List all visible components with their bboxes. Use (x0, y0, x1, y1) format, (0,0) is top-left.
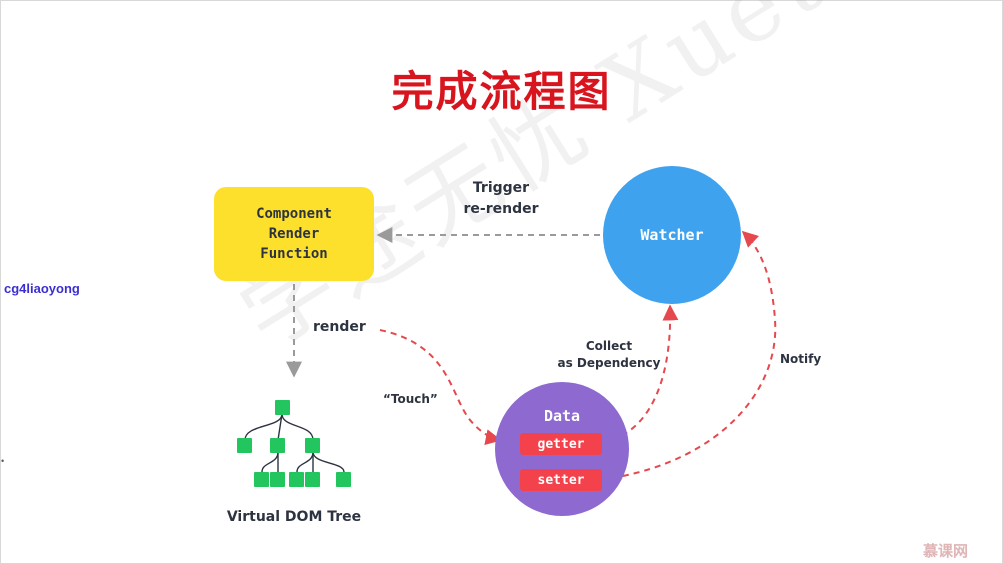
side-dot-icon: • (1, 456, 5, 466)
component-label: Component Render Function (256, 206, 332, 262)
render-label: render (313, 319, 366, 335)
sidebar-username: cg4liaoyong (4, 281, 80, 296)
touch-label: “Touch” (383, 392, 438, 406)
data-label: Data (543, 407, 581, 425)
touch-arrow (379, 329, 502, 446)
site-logo: 慕课网 (923, 542, 969, 560)
virtual-dom-tree-label: Virtual DOM Tree (226, 509, 362, 525)
watcher-circle: Watcher (603, 166, 741, 304)
notify-arrow (611, 230, 777, 479)
collect-dependency-label: Collect as Dependency (557, 339, 661, 370)
vdom-nodes (237, 400, 351, 487)
notify-label: Notify (780, 352, 822, 366)
trigger-rerender-label: Trigger re-render (463, 180, 539, 217)
watcher-label: Watcher (640, 226, 704, 244)
data-circle: Data getter setter (495, 382, 629, 516)
component-render-function-box: Component Render Function (214, 187, 374, 281)
setter-pill: setter (520, 469, 602, 491)
slide-title: 完成流程图 (391, 67, 612, 116)
getter-pill: getter (520, 433, 602, 455)
vdom-tree-icon (244, 413, 345, 473)
